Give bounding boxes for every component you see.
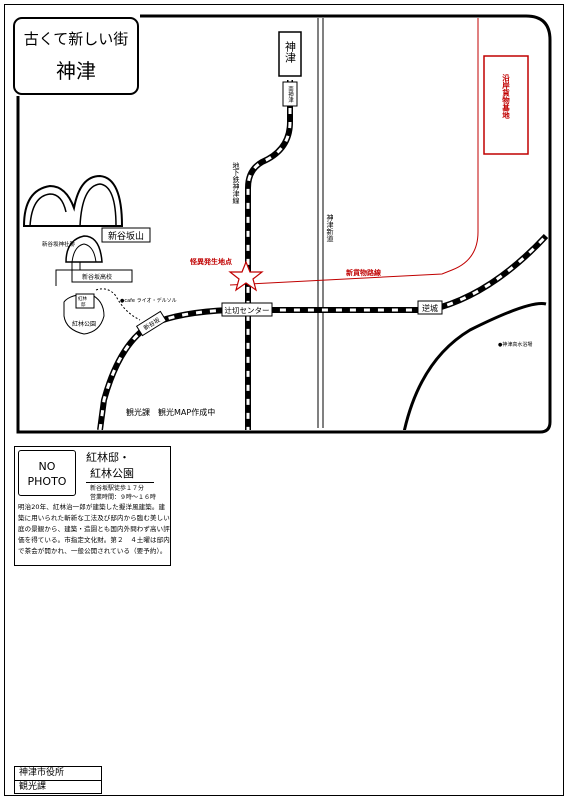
page-frame <box>4 4 564 796</box>
high-school-label: 新谷坂高校 <box>82 273 112 281</box>
park-label: 紅林公園 <box>72 320 96 328</box>
coastline <box>402 302 547 430</box>
station-tsujigiri-center-label: 辻切センター <box>225 305 270 315</box>
freight-line <box>229 18 479 286</box>
new-road-label: 神津新道 <box>326 213 334 243</box>
map-title-line1: 古くて新しい街 <box>24 30 129 48</box>
photo-placeholder-line1: NO <box>38 460 56 473</box>
main-line <box>97 233 548 430</box>
incident-point-label: 怪異発生地点 <box>190 257 232 266</box>
small-hill-inner-icon <box>71 243 97 263</box>
tourism-map: 古くて新しい街 神津 新谷坂神社跡 新谷坂高校 紅林 邸 紅林公園 ●cafe … <box>13 14 552 434</box>
station-shintanisaka[interactable]: 新谷坂 <box>135 310 167 337</box>
footer-section: 観光課 <box>19 782 47 792</box>
photo-placeholder-line2: PHOTO <box>27 475 67 488</box>
subway-line <box>245 80 293 430</box>
mansion-building <box>75 293 95 309</box>
station-minami-kamitsu[interactable]: 南神津 <box>282 81 298 107</box>
mansion-label-2: 邸 <box>81 301 86 308</box>
title-box <box>13 17 139 95</box>
map-border <box>16 14 552 434</box>
tourism-note: 観光課 観光MAP作成中 <box>126 407 215 417</box>
water-plant-label: ●神津高水浴場 <box>498 341 532 348</box>
spot-name-line1: 紅林邸・ <box>86 451 130 464</box>
small-hill-icon <box>65 235 103 263</box>
cafe-label: ●cafe ライオ・デルソル <box>120 297 177 304</box>
coastal-freight-base <box>483 55 529 155</box>
hills-icon <box>22 174 124 227</box>
subway-line-label: 地下鉄神津線 <box>232 161 240 204</box>
station-sakaki-label: 逆城 <box>422 303 438 313</box>
high-school-building <box>71 269 133 283</box>
station-kamitsu[interactable]: 神津 <box>278 31 302 77</box>
map-title-line2: 神津 <box>56 59 96 83</box>
spot-name-line2: 紅林公園 <box>86 466 154 483</box>
high-school-outline <box>55 261 81 286</box>
spot-name: 紅林邸・ 紅林公園 <box>86 450 154 483</box>
incident-star-icon[interactable] <box>228 260 264 292</box>
shrine-label: 新谷坂神社跡 <box>42 240 76 248</box>
station-sakaki[interactable]: 逆城 <box>417 300 443 315</box>
station-minami-kamitsu-label: 南神津 <box>287 85 294 104</box>
hills-inner-icon <box>29 183 117 227</box>
station-shintanisakayama-label: 新谷坂山 <box>108 230 144 242</box>
footer-office: 神津市役所 <box>15 767 101 781</box>
spot-description: 明治20年、紅林治一郎が建築した擬洋風建築。建築に用いられた斬新な工法及び邸内か… <box>18 503 170 555</box>
new-freight-line-label: 新貨物路線 <box>346 268 381 277</box>
station-tsujigiri-center[interactable]: 辻切センター <box>221 302 273 317</box>
coastal-freight-base-label: 沿岸貨物基地 <box>501 73 510 121</box>
station-kamitsu-label: 神津 <box>284 40 297 63</box>
station-shintanisakayama[interactable]: 新谷坂山 <box>101 227 151 243</box>
spot-access-line1: 新谷坂駅徒歩１７分 <box>90 485 145 492</box>
spot-photo-placeholder: NO PHOTO <box>18 450 76 496</box>
mansion-label: 紅林 <box>78 295 87 302</box>
footer-credit: 神津市役所 観光課 <box>14 766 102 794</box>
spot-access: 新谷坂駅徒歩１７分 営業時間：９時〜１６時 <box>90 484 156 502</box>
subway-line-ties <box>246 80 292 430</box>
spot-hours: 営業時間：９時〜１６時 <box>90 494 157 501</box>
spot-info-card <box>14 446 171 566</box>
